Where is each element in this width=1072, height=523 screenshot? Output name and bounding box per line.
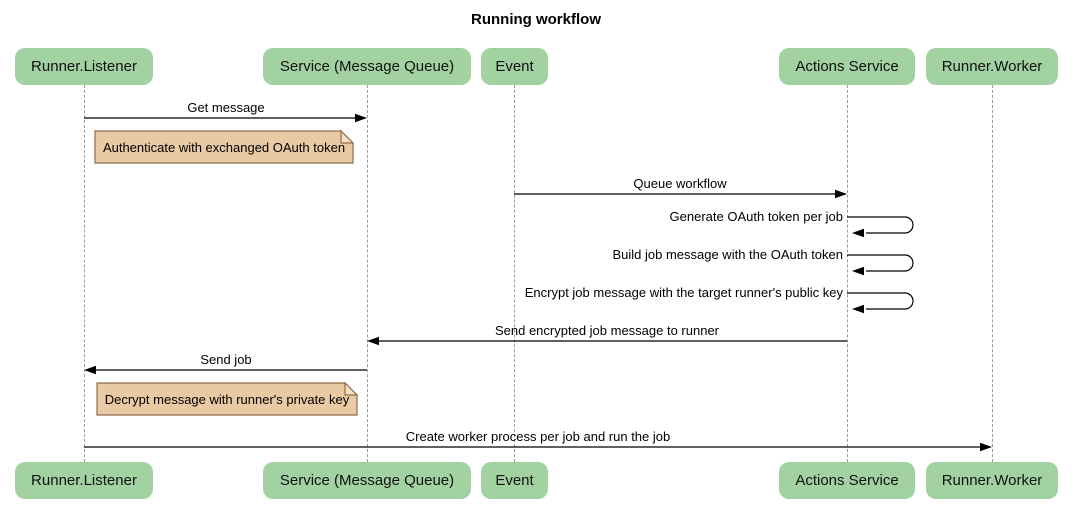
message-label-encrypt-job-message: Encrypt job message with the target runn… bbox=[524, 285, 843, 300]
message-label-queue-workflow: Queue workflow bbox=[633, 176, 727, 191]
actor-top-runner-listener: Runner.Listener bbox=[15, 48, 153, 85]
lifeline-runner-listener bbox=[84, 85, 85, 462]
message-label-send-job: Send job bbox=[200, 352, 252, 367]
note-shape-authenticate bbox=[94, 130, 354, 164]
lifeline-runner-worker bbox=[992, 85, 993, 462]
lifeline-event bbox=[514, 85, 515, 462]
arrowhead-send-job bbox=[84, 365, 96, 375]
lifeline-service-message-queue bbox=[367, 85, 368, 462]
actor-bottom-event: Event bbox=[481, 462, 548, 499]
arrowhead-send-encrypted bbox=[367, 336, 379, 346]
actor-bottom-actions-service: Actions Service bbox=[779, 462, 915, 499]
self-loop-build-job-message bbox=[847, 254, 914, 272]
message-label-generate-oauth: Generate OAuth token per job bbox=[669, 209, 843, 224]
actor-top-service-message-queue: Service (Message Queue) bbox=[263, 48, 471, 85]
self-loop-generate-oauth bbox=[847, 216, 914, 234]
self-loop-encrypt-job-message bbox=[847, 292, 914, 310]
message-label-send-encrypted: Send encrypted job message to runner bbox=[494, 323, 720, 338]
message-label-create-worker: Create worker process per job and run th… bbox=[405, 429, 671, 444]
lifeline-actions-service bbox=[847, 85, 848, 462]
arrowhead-create-worker bbox=[980, 442, 992, 452]
actor-top-runner-worker: Runner.Worker bbox=[926, 48, 1058, 85]
actor-top-event: Event bbox=[481, 48, 548, 85]
arrowhead-generate-oauth bbox=[852, 228, 864, 238]
note-fold-decrypt bbox=[344, 381, 359, 396]
arrowhead-build-job-message bbox=[852, 266, 864, 276]
note-authenticate: Authenticate with exchanged OAuth token bbox=[102, 139, 346, 155]
actor-bottom-runner-worker: Runner.Worker bbox=[926, 462, 1058, 499]
actor-top-actions-service: Actions Service bbox=[779, 48, 915, 85]
note-shape-decrypt bbox=[96, 382, 358, 416]
arrowhead-queue-workflow bbox=[835, 189, 847, 199]
actor-bottom-runner-listener: Runner.Listener bbox=[15, 462, 153, 499]
note-decrypt: Decrypt message with runner's private ke… bbox=[104, 391, 350, 407]
diagram-title: Running workflow bbox=[471, 11, 601, 28]
note-fold-authenticate bbox=[340, 129, 355, 144]
arrowhead-get-message bbox=[355, 113, 367, 123]
message-label-get-message: Get message bbox=[187, 100, 265, 115]
arrowhead-encrypt-job-message bbox=[852, 304, 864, 314]
actor-bottom-service-message-queue: Service (Message Queue) bbox=[263, 462, 471, 499]
message-label-build-job-message: Build job message with the OAuth token bbox=[612, 247, 843, 262]
